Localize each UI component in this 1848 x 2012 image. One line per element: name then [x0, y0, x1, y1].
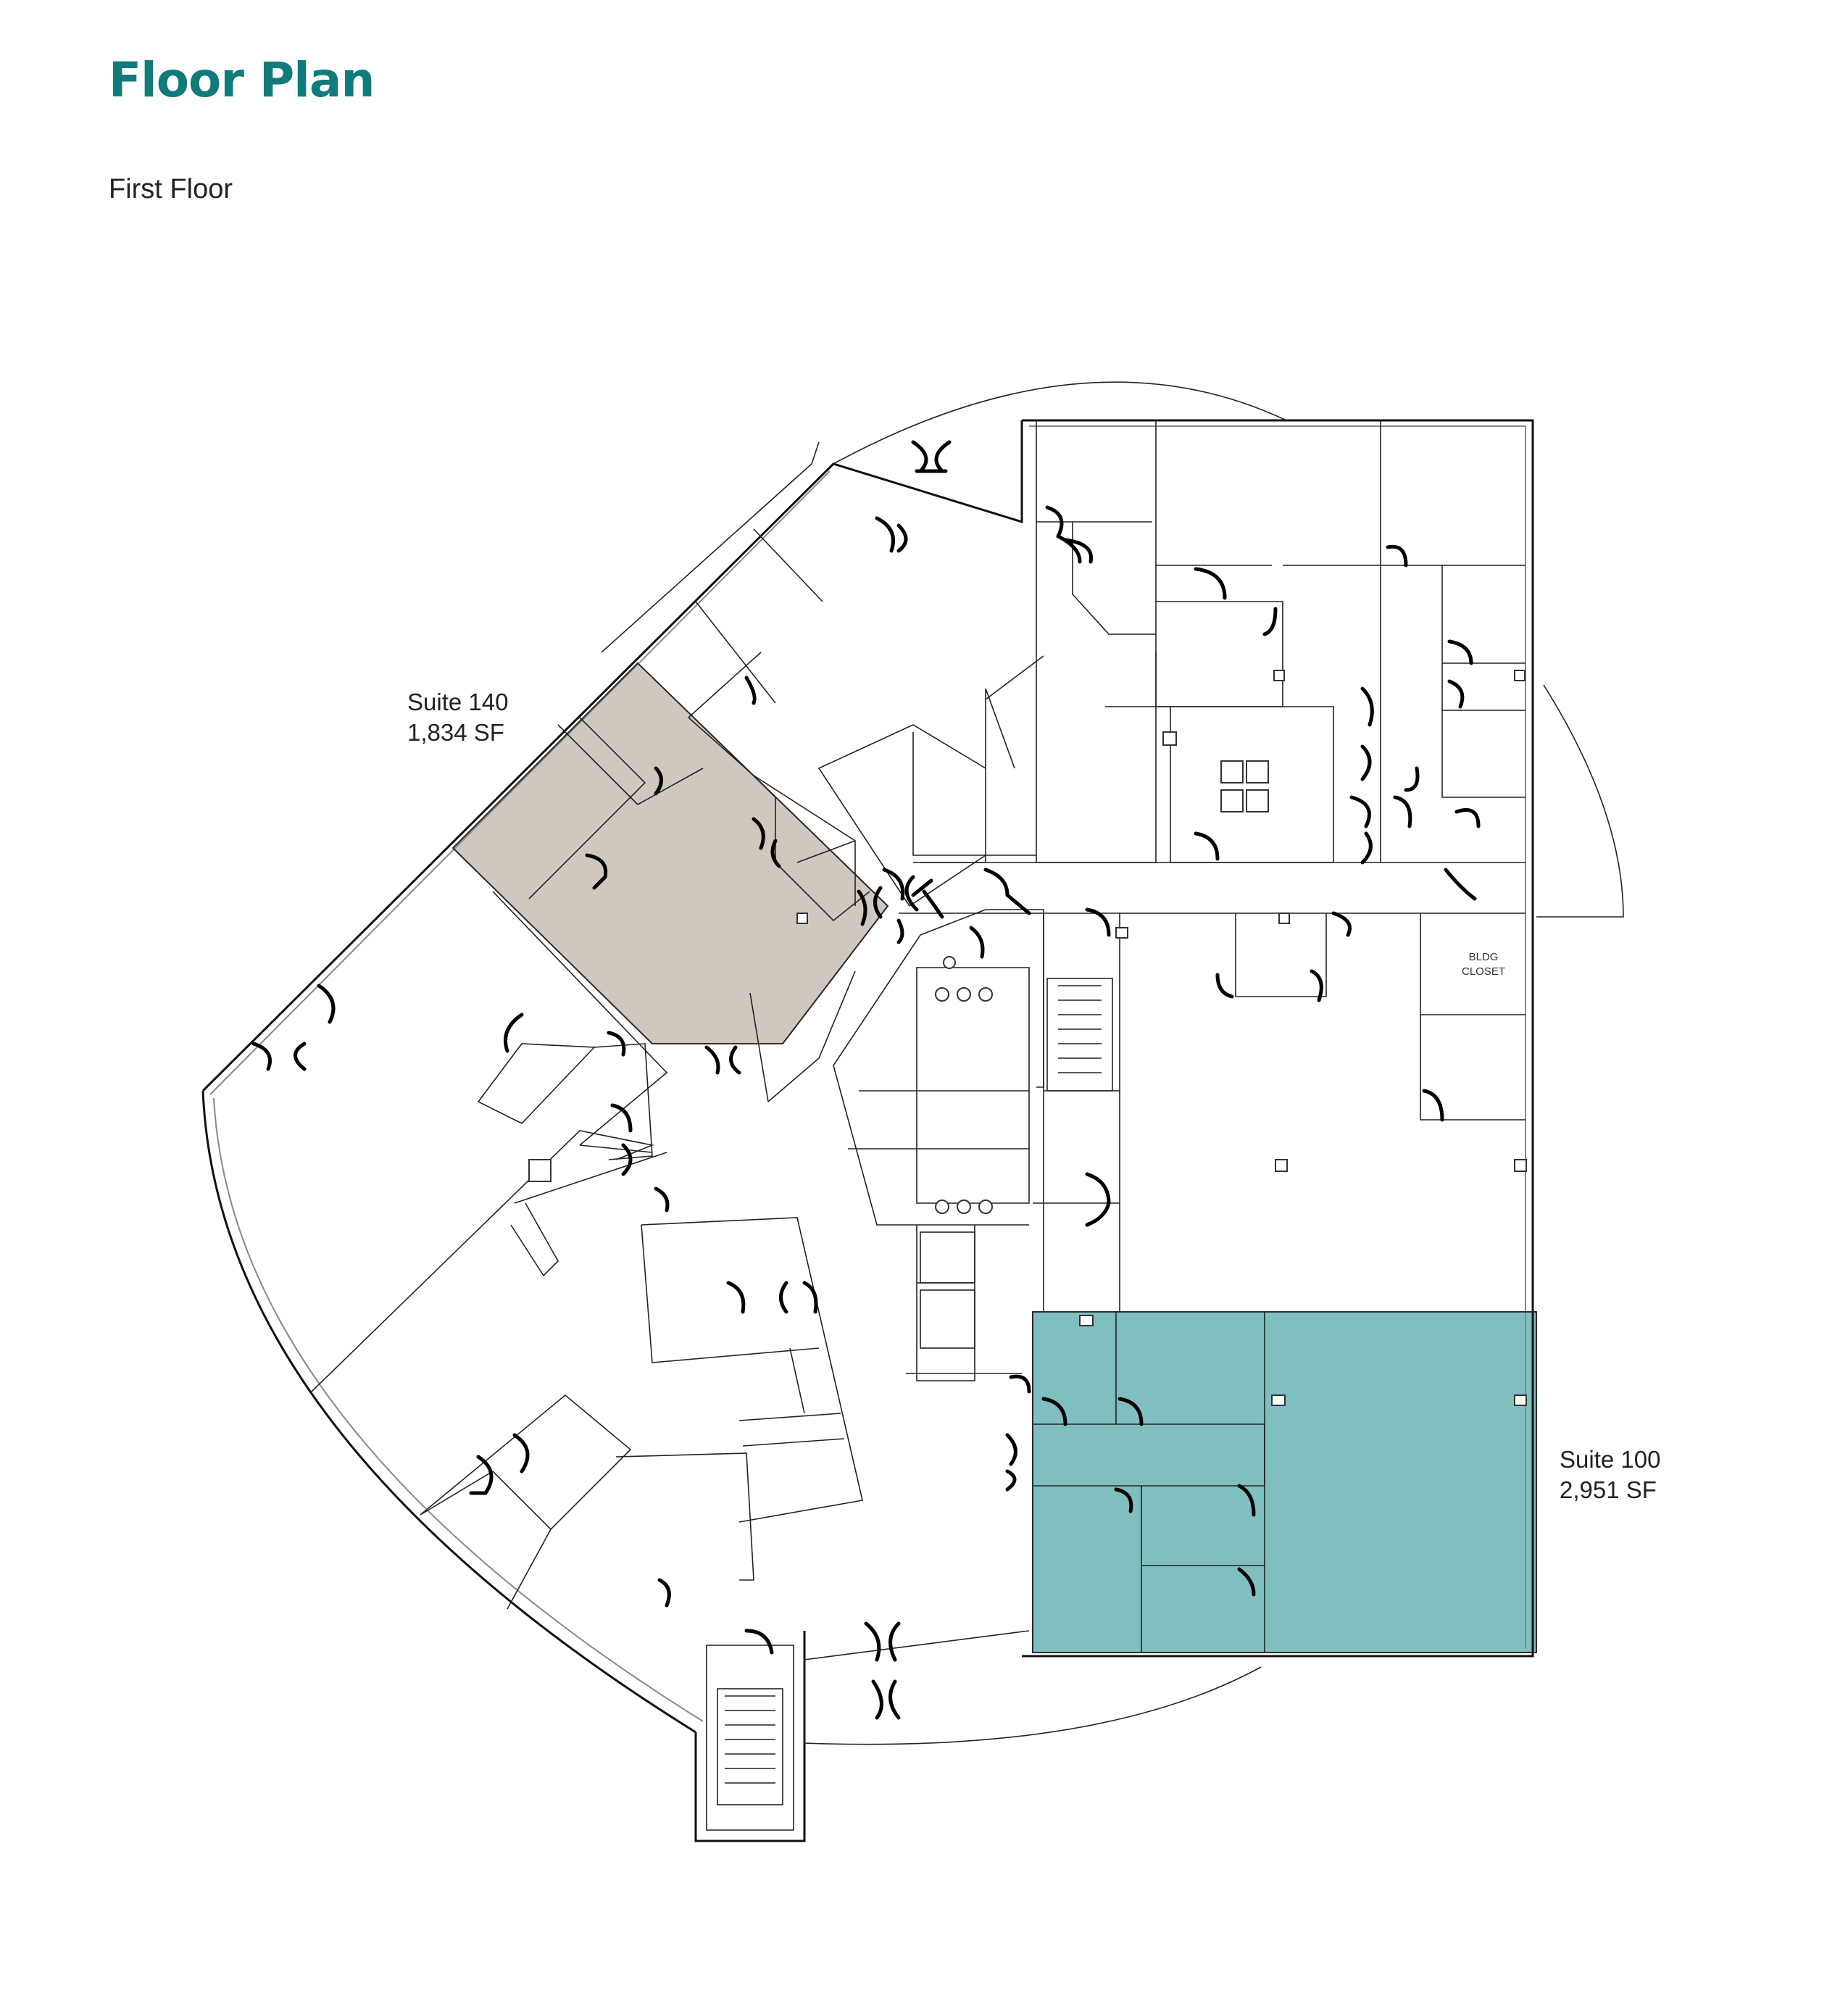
doors — [251, 440, 1481, 1720]
bldg-closet-label-line2: CLOSET — [1462, 965, 1505, 978]
plan-markers — [796, 670, 1527, 1406]
suite-100-walls — [1032, 1311, 1537, 1653]
suite-100-area-text: 2,951 SF — [1560, 1476, 1657, 1503]
floor-subtitle: First Floor — [109, 174, 233, 204]
suite-100-label: Suite 100 2,951 SF — [1560, 1444, 1660, 1505]
suite-100-name: Suite 100 — [1560, 1446, 1661, 1473]
stairs-and-elevators — [717, 760, 1269, 1805]
suite-140-name: Suite 140 — [407, 689, 509, 715]
bldg-closet-label-line1: BLDG — [1469, 951, 1499, 963]
interior-walls — [311, 420, 1526, 1610]
suite-140-label: Suite 140 1,834 SF — [407, 687, 508, 748]
suite-100-area[interactable] — [1032, 1311, 1537, 1653]
page-title: Floor Plan — [109, 52, 375, 108]
restroom-fixtures — [528, 731, 1177, 1214]
suite-140-area-text: 1,834 SF — [407, 719, 504, 746]
building-outline — [201, 381, 1624, 1842]
